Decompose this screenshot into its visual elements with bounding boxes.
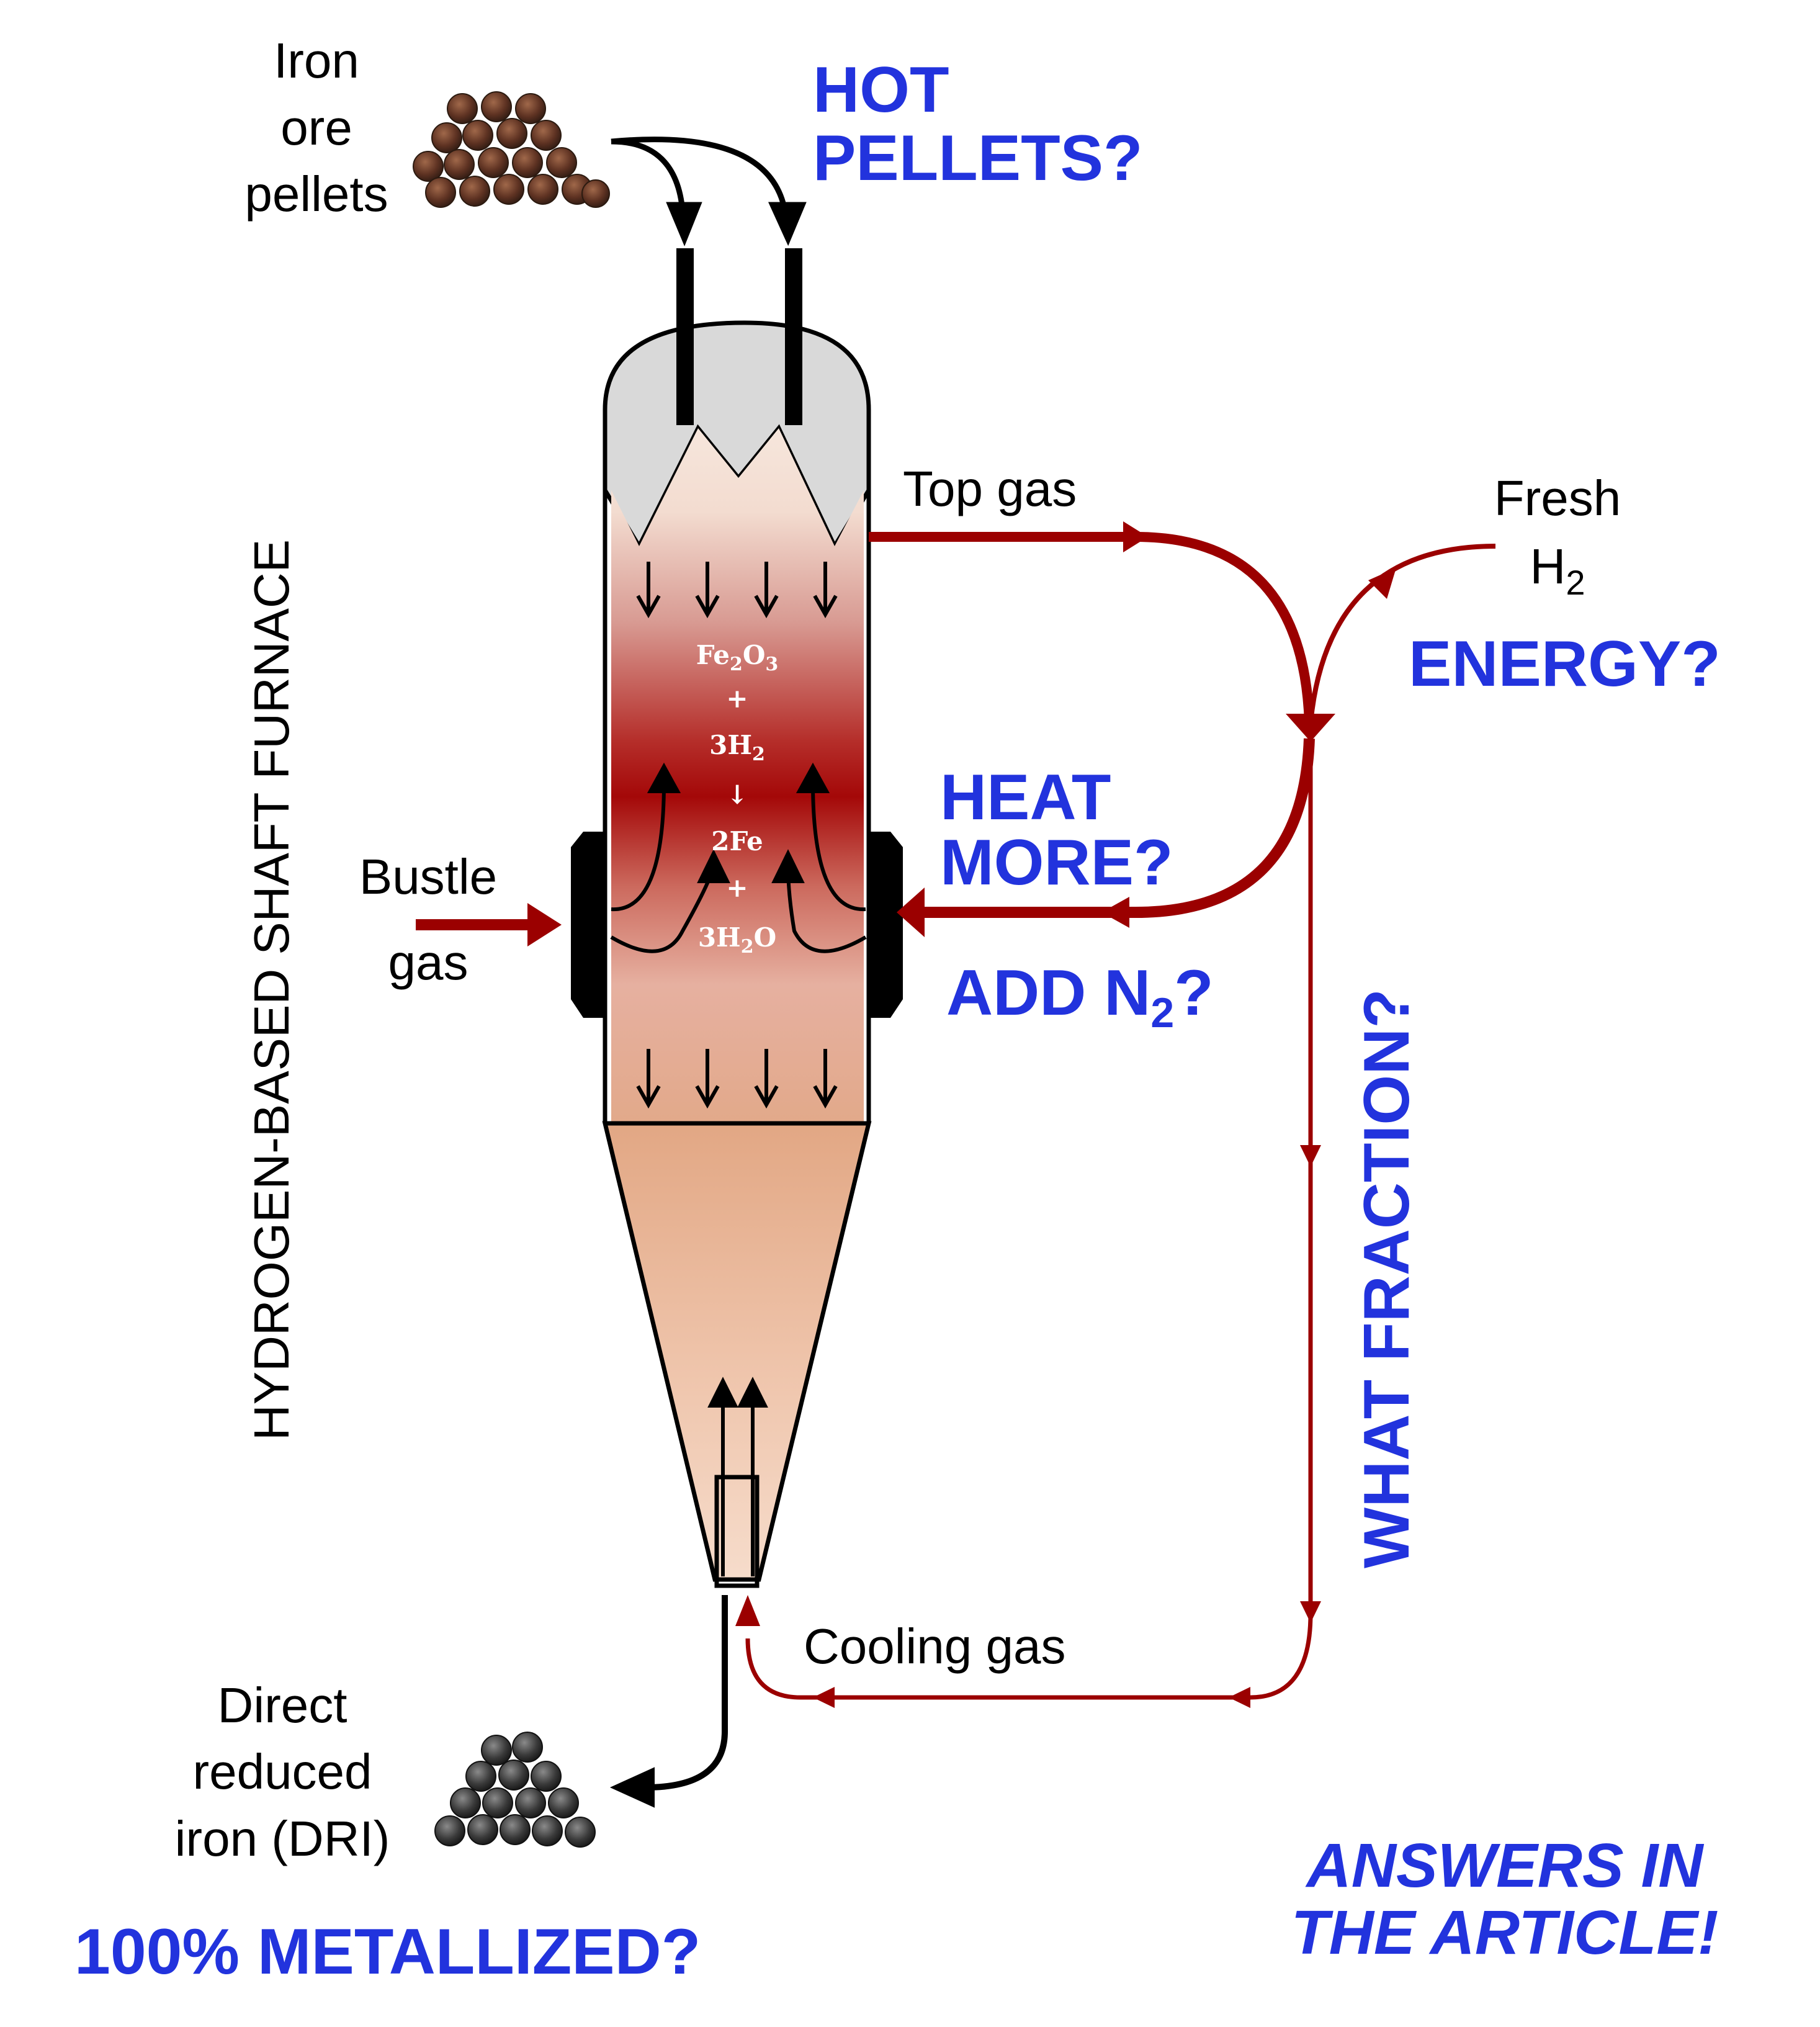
answers-in-the-article: ANSWERS IN THE ARTICLE!	[1291, 1831, 1719, 1967]
svg-text:Iron: Iron	[274, 33, 359, 88]
gas-recycle-loop	[416, 521, 1496, 1708]
shaft-furnace	[571, 248, 903, 1588]
svg-text:HOT: HOT	[813, 54, 949, 126]
question-energy: ENERGY?	[1409, 628, 1721, 700]
cooling-gas-up-arrows	[707, 1377, 768, 1576]
svg-text:PELLETS?: PELLETS?	[813, 122, 1143, 194]
plus-sign-1: +	[726, 683, 748, 714]
question-hot-pellets: HOT PELLETS?	[813, 54, 1143, 194]
bustle-gas-label: Bustle gas	[359, 849, 497, 990]
iron-ore-pellets-image	[413, 91, 610, 208]
feed-pipe-left	[676, 248, 694, 425]
cooling-gas-label: Cooling gas	[804, 1619, 1066, 1674]
furnace-body	[611, 428, 864, 1123]
iron-ore-pellets-label: Iron ore pellets	[244, 33, 388, 222]
discharge-pipe	[714, 1475, 760, 1588]
question-add-n2: ADD N2?	[946, 957, 1214, 1036]
svg-text:HEAT: HEAT	[940, 762, 1111, 834]
solid-flow-arrows-top	[636, 562, 838, 619]
dri-pellets-image	[434, 1732, 596, 1848]
reaction-arrow: ↓	[726, 780, 748, 810]
svg-text:THE ARTICLE!: THE ARTICLE!	[1291, 1898, 1719, 1967]
svg-text:Fresh: Fresh	[1494, 470, 1621, 526]
furnace-title: HYDROGEN-BASED SHAFT FURNACE	[244, 539, 299, 1440]
svg-text:ANSWERS IN: ANSWERS IN	[1305, 1831, 1705, 1900]
svg-text:gas: gas	[388, 935, 468, 990]
svg-text:ore: ore	[280, 100, 352, 155]
feed-arrows	[611, 137, 807, 246]
gas-flow-curved-arrows	[610, 762, 867, 953]
product-3h2o: 3H2O	[698, 922, 776, 958]
bustle-right	[869, 832, 903, 1018]
svg-text:iron (DRI): iron (DRI)	[175, 1811, 390, 1866]
question-heat-more: HEAT MORE?	[940, 762, 1173, 899]
cooling-gas-branch	[745, 739, 1313, 1700]
svg-text:H2: H2	[1530, 539, 1585, 602]
top-gas-line	[869, 532, 1314, 724]
furnace-dome	[603, 320, 871, 551]
dri-discharge-arrow	[609, 1595, 728, 1808]
dri-label: Direct reduced iron (DRI)	[175, 1678, 390, 1866]
product-2fe: 2Fe	[711, 826, 763, 856]
svg-text:Bustle: Bustle	[359, 849, 497, 904]
svg-text:pellets: pellets	[244, 166, 388, 222]
question-metallized: 100% METALLIZED?	[74, 1916, 701, 1988]
bustle-left	[571, 832, 605, 1018]
reactant-3h2: 3H2	[709, 730, 765, 765]
recycle-gas-line	[918, 738, 1315, 918]
feed-pipe-right	[785, 248, 802, 425]
question-what-fraction: WHAT FRACTION?	[1351, 989, 1423, 1568]
svg-text:reduced: reduced	[192, 1744, 372, 1799]
fresh-h2-line	[1308, 544, 1496, 724]
reaction-equation: Fe2O3 + 3H2 ↓ 2Fe + 3H2O	[696, 640, 779, 958]
furnace-cone	[602, 1121, 872, 1582]
plus-sign-2: +	[726, 873, 748, 903]
svg-text:Direct: Direct	[218, 1678, 347, 1733]
top-gas-label: Top gas	[903, 461, 1077, 516]
svg-text:MORE?: MORE?	[940, 827, 1173, 899]
solid-flow-arrows-bottom	[636, 1049, 838, 1109]
fresh-h2-label: Fresh H2	[1494, 470, 1621, 602]
reactant-fe2o3: Fe2O3	[696, 640, 779, 675]
